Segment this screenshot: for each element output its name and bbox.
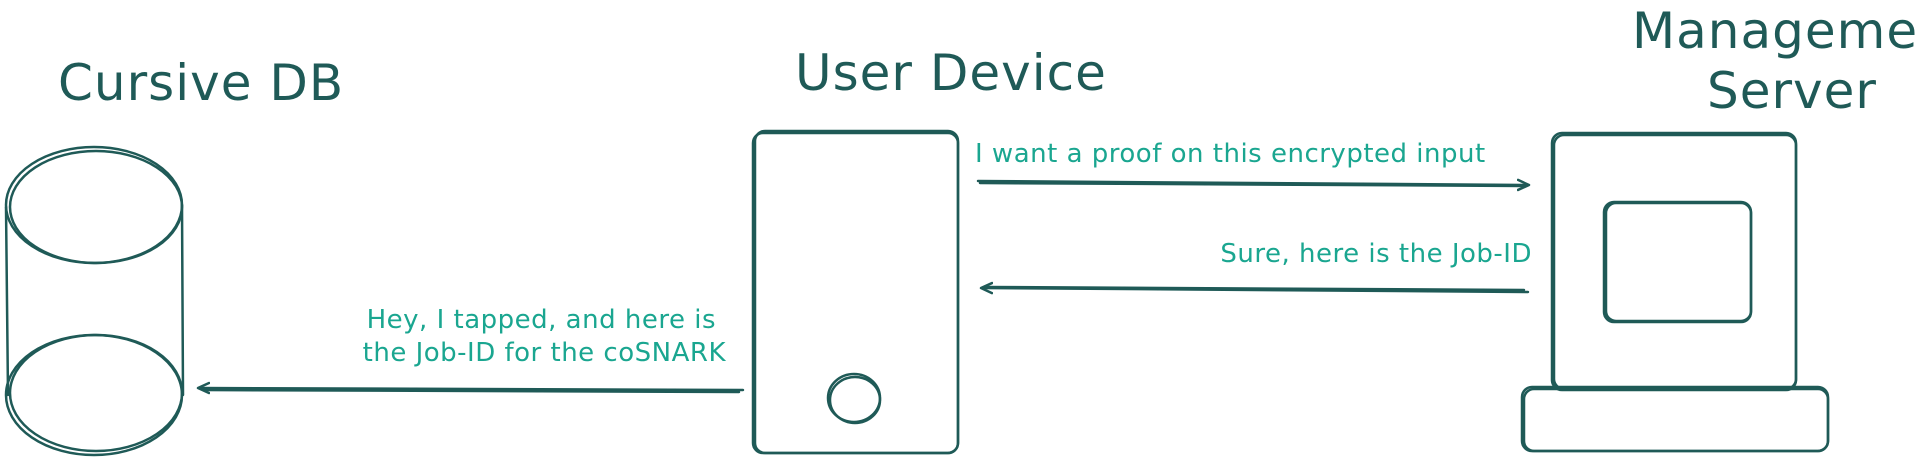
arrow-server-to-device — [982, 287, 1530, 292]
management-server-node: Management Server — [1520, 2, 1920, 453]
user-device-node: User Device — [751, 44, 1107, 455]
user-device-label: User Device — [795, 44, 1107, 102]
management-server-label-line2: Server — [1707, 62, 1877, 120]
message-request-proof: I want a proof on this encrypted input — [975, 139, 1486, 169]
phone-icon — [751, 129, 960, 455]
arrow-device-to-server — [976, 181, 1528, 186]
cursive-db-node: Cursive DB — [4, 54, 344, 457]
message-tap-line2: the Job-ID for the coSNARK — [363, 338, 727, 368]
server-computer-icon — [1520, 131, 1830, 453]
cursive-db-label: Cursive DB — [58, 54, 344, 112]
arrow-device-to-db — [199, 388, 745, 392]
database-cylinder-icon — [4, 145, 185, 457]
management-server-label-line1: Management — [1632, 2, 1920, 60]
message-job-id-reply: Sure, here is the Job-ID — [1220, 239, 1532, 269]
message-tap-line1: Hey, I tapped, and here is — [367, 305, 716, 335]
